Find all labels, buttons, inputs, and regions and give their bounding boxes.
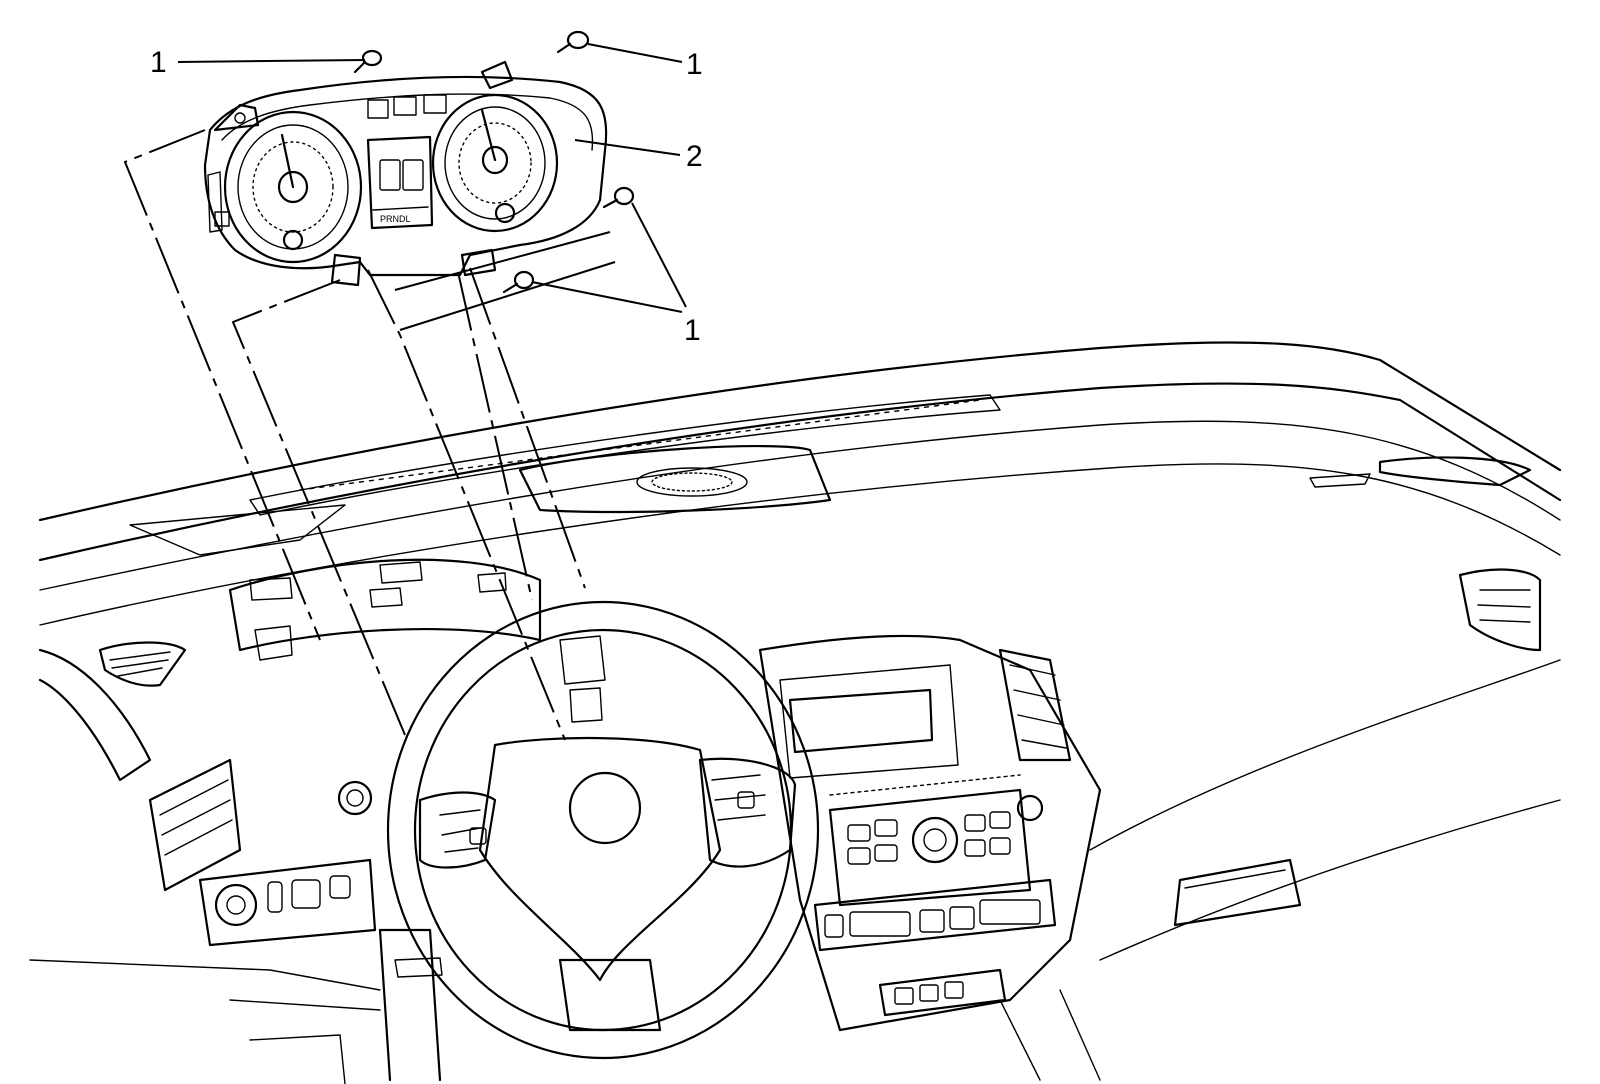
screw-right-lower	[502, 270, 535, 294]
fasteners	[353, 30, 635, 294]
callouts: 1 1 2 1	[150, 43, 703, 347]
steering-wheel	[378, 600, 820, 1082]
leader-c2	[574, 139, 681, 156]
callout-1-lower-right: 1	[684, 314, 701, 347]
leader-c1b	[587, 43, 683, 63]
callout-1-top-left: 1	[150, 46, 167, 79]
callout-1-top-right: 1	[686, 48, 703, 81]
leader-c1c-upper	[631, 202, 687, 308]
cluster-prndl-text: PRNDL	[380, 214, 411, 224]
leader-c1a	[177, 59, 366, 63]
alignment-lines	[123, 129, 616, 741]
callout-2-cluster: 2	[686, 140, 703, 173]
center-stack	[758, 634, 1102, 1081]
instrument-panel	[38, 341, 1562, 961]
screw-top-left	[353, 49, 383, 74]
screw-top-right	[556, 30, 590, 54]
instrument-cluster	[203, 60, 608, 287]
screw-right-upper	[602, 186, 635, 209]
leader-c1c-lower	[531, 281, 683, 313]
